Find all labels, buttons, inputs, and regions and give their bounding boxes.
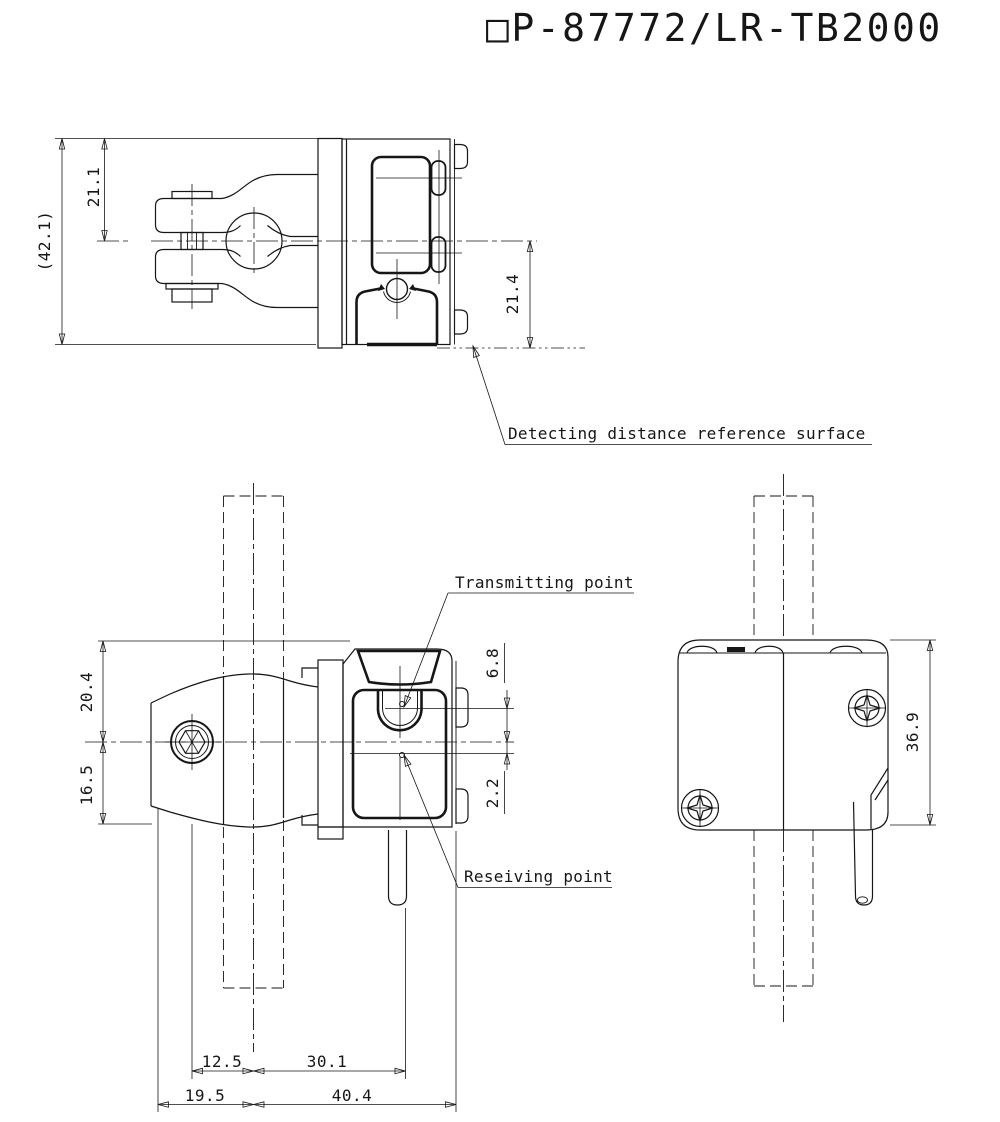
dim-side-height: 36.9 [903, 712, 922, 753]
transmitting-point-label: Transmitting point [455, 573, 634, 592]
dim-receiver-offset: 2.2 [483, 778, 502, 808]
dim-overall-height: (42.1) [35, 211, 54, 272]
phillips-cross-icon [684, 792, 716, 824]
cable-front [387, 830, 408, 906]
sensor-front [317, 648, 469, 906]
sensor-body-top [317, 137, 469, 349]
clamp-front [150, 667, 319, 828]
detecting-surface-leader [472, 345, 872, 445]
dim-front-lower: 16.5 [77, 765, 96, 806]
front-left-dimensions [98, 640, 350, 825]
rod-front [222, 483, 285, 1052]
front-bottom-dimensions [157, 808, 457, 1112]
receiving-point-label: Reseiving point [464, 867, 613, 886]
dim-rod-to-edge: 40.4 [332, 1086, 373, 1105]
top-center-lines [97, 184, 537, 309]
top-dimensions [55, 138, 872, 445]
dim-edge-to-rod: 19.5 [185, 1086, 226, 1105]
top-view: (42.1) 21.1 21.4 Detecting distance refe… [35, 137, 872, 445]
dim-rod-to-beam: 30.1 [307, 1052, 348, 1071]
cable-exit-chamfer [870, 767, 889, 829]
front-reference-lines [85, 708, 514, 754]
side-dimensions [890, 639, 936, 826]
dim-lower-half: 21.4 [503, 274, 522, 315]
lens-window [356, 649, 442, 686]
cable-side [852, 801, 874, 906]
phillips-cross-icon [851, 692, 883, 724]
sensor-side [677, 639, 889, 906]
dim-bolt-to-rod: 12.5 [202, 1052, 243, 1071]
dim-front-upper: 20.4 [77, 672, 96, 713]
drawing-title: □P-87772/LR-TB2000 [486, 6, 943, 50]
rod-side [753, 474, 814, 1022]
front-leaders [403, 592, 634, 888]
front-right-dimensions [503, 643, 511, 814]
side-view: 36.9 [677, 474, 936, 1022]
front-view: 20.4 16.5 6.8 2.2 12.5 30.1 19.5 40.4 Tr… [77, 483, 634, 1112]
dim-emitter-offset: 6.8 [483, 648, 502, 678]
dim-upper-half: 21.1 [84, 167, 103, 208]
detecting-surface-label: Detecting distance reference surface [508, 424, 866, 443]
